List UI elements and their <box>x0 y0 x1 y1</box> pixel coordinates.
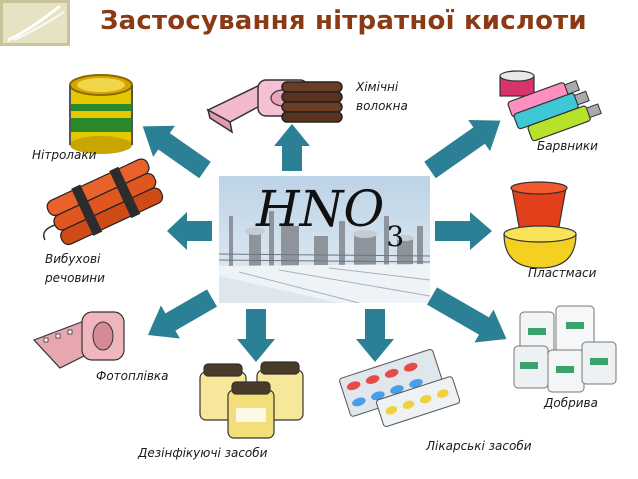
plastic-bowls-icon <box>503 181 577 269</box>
label-nitrolacquers: Нітролаки <box>32 148 97 162</box>
photo-film-roll-icon <box>32 311 125 369</box>
label-fertilizers: Добрива <box>544 396 598 410</box>
label-medicines: Лікарські засоби <box>426 439 532 453</box>
label-explosives: Вибухові речовини <box>45 252 105 285</box>
label-fibers: Хімічні волокна <box>356 80 408 113</box>
chemical-fiber-rolls-icon <box>206 79 343 134</box>
arrow-to-nitrolacquers <box>142 125 211 179</box>
arrow-to-plastics <box>435 212 492 250</box>
page-title: Застосування нітратної кислоти <box>100 6 587 36</box>
arrow-up-fibers <box>274 124 310 171</box>
label-disinfectants: Дезінфікуючі засоби <box>138 446 268 460</box>
pill-blisters-icon <box>339 348 461 428</box>
disinfectant-jars-icon <box>199 361 304 439</box>
lacquer-can-icon <box>69 74 133 154</box>
arrow-to-medicines <box>356 309 394 362</box>
label-film: Фотоплівка <box>96 369 169 383</box>
label-dyes: Барвники <box>537 139 598 153</box>
dynamite-icon <box>43 158 164 246</box>
arrow-to-dyes <box>424 120 501 179</box>
corner-decoration <box>0 0 70 46</box>
label-plastics: Пластмаси <box>528 266 597 280</box>
arrow-to-film <box>147 289 217 339</box>
fertilizer-bags-icon <box>513 305 617 393</box>
paint-tubes-icon <box>499 70 602 142</box>
arrow-to-disinfectants <box>237 309 275 362</box>
arrow-to-fertilizers <box>427 287 507 343</box>
hno3-formula: HNO3 <box>256 180 405 253</box>
chemical-plant-photo <box>219 176 430 303</box>
arrow-to-explosives <box>167 212 212 250</box>
